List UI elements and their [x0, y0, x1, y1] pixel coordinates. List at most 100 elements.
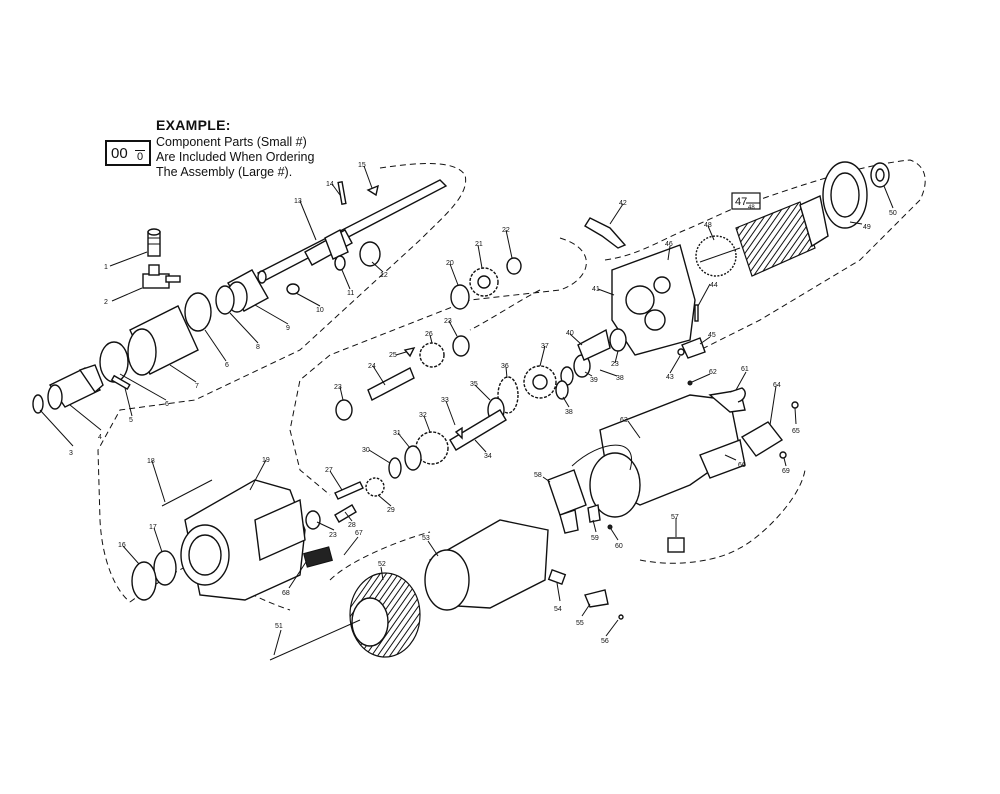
legend-title: EXAMPLE: [156, 117, 231, 133]
part-25-key [403, 346, 416, 358]
callout-64: 64 [773, 382, 781, 389]
callout-24: 24 [368, 363, 376, 370]
callout-50: 50 [889, 210, 897, 217]
callout-9: 9 [286, 325, 290, 332]
part-40-plate [577, 328, 611, 361]
callout-59: 59 [591, 535, 599, 542]
part-58-switch [547, 469, 587, 534]
part-10-clip [286, 283, 300, 295]
part-54-brush-holder [547, 569, 567, 585]
callout-60: 60 [615, 543, 623, 550]
callout-34: 34 [484, 453, 492, 460]
part-16-ring [131, 561, 157, 601]
callout-1: 1 [104, 264, 108, 271]
part-52-field [349, 572, 421, 658]
callout-29: 29 [387, 507, 395, 514]
part-19-gear-case [180, 479, 306, 601]
callout-54: 54 [554, 606, 562, 613]
callout-30: 30 [362, 447, 370, 454]
part-31-bearing [404, 445, 422, 471]
callout-11: 11 [347, 290, 354, 297]
part-65-screw [791, 401, 799, 409]
callout-7: 7 [195, 383, 199, 390]
callout-69: 69 [782, 468, 790, 475]
part-66-wire [571, 444, 633, 471]
part-69-screw [779, 451, 787, 459]
part-44-pin [694, 304, 699, 322]
part-23-bearing-d [609, 328, 627, 352]
legend-small-number: 0 [135, 150, 146, 163]
callout-14: 14 [326, 181, 334, 188]
legend-example-box: 00 0 [105, 140, 151, 166]
callout-4: 4 [98, 434, 102, 441]
callout-66: 66 [738, 462, 746, 469]
part-57-connector [667, 537, 685, 553]
part-14-pin [337, 181, 347, 205]
callout-31: 31 [393, 430, 401, 437]
part-1-fitting [147, 228, 161, 257]
part-15-key [366, 184, 379, 197]
callout-12: 12 [380, 272, 388, 279]
assembly-ref-small: 48 [748, 205, 755, 211]
callout-26: 26 [425, 331, 433, 338]
part-43-ball [677, 348, 685, 356]
part-64-cover [740, 421, 784, 457]
callout-20: 20 [446, 260, 454, 267]
part-23-bearing-b [335, 399, 353, 421]
callout-61: 61 [741, 366, 749, 373]
part-7-collar [127, 305, 199, 376]
callout-38a: 38 [565, 409, 573, 416]
callout-23b: 23 [334, 384, 342, 391]
part-59-trigger [587, 504, 601, 523]
part-33-key [454, 426, 463, 440]
assembly-ref-big: 47 [735, 196, 747, 208]
callout-67: 67 [355, 530, 363, 537]
part-30-washer [388, 457, 402, 479]
part-22-bearing [506, 257, 522, 275]
assembly-ref-47-48: 47 48 [731, 192, 761, 211]
part-5-pin [110, 374, 131, 391]
callout-19: 19 [262, 457, 270, 464]
callout-53: 53 [422, 535, 430, 542]
part-34-shaft [449, 409, 507, 451]
part-23-bearing-c [305, 510, 321, 530]
callout-52: 52 [378, 561, 386, 568]
part-24-pinion-shaft [367, 367, 415, 401]
callout-15: 15 [358, 162, 366, 169]
callout-68: 68 [282, 590, 290, 597]
callout-22: 22 [502, 227, 510, 234]
callout-5: 5 [129, 417, 133, 424]
callout-41: 41 [592, 286, 600, 293]
callout-62: 62 [709, 369, 717, 376]
part-18-screw [161, 479, 213, 507]
callout-18: 18 [147, 458, 155, 465]
callout-42: 42 [619, 200, 627, 207]
part-55-brush [584, 589, 609, 608]
part-41-housing [611, 244, 696, 356]
callout-44: 44 [710, 282, 718, 289]
part-8-ring [215, 285, 235, 315]
part-38-washer-b [555, 380, 569, 400]
part-51-screw [269, 619, 361, 661]
callout-49: 49 [863, 224, 871, 231]
callout-23c: 23 [329, 532, 337, 539]
callout-65: 65 [792, 428, 800, 435]
legend-line-3: The Assembly (Large #). [156, 165, 293, 179]
legend-big-number: 00 [111, 145, 128, 162]
part-45-latch [681, 337, 706, 359]
legend-line-2: Are Included When Ordering [156, 150, 315, 164]
part-4-nozzle [47, 364, 104, 410]
callout-39: 39 [590, 377, 598, 384]
part-62-screw [687, 380, 693, 386]
callout-33: 33 [441, 397, 449, 404]
callout-45: 45 [708, 332, 716, 339]
callout-23a: 23 [444, 318, 452, 325]
part-50-bearing [870, 162, 890, 188]
part-27-pin [334, 481, 364, 500]
callout-10: 10 [316, 307, 324, 314]
callout-17: 17 [149, 524, 157, 531]
callout-16: 16 [118, 542, 126, 549]
part-20-bearing [450, 284, 470, 310]
callout-58: 58 [534, 472, 542, 479]
